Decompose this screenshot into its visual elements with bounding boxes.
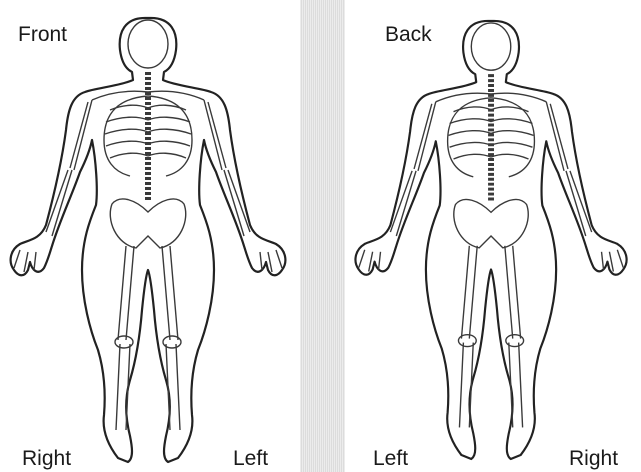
- back-title: Back: [385, 24, 432, 45]
- back-panel: Back Left Right: [345, 0, 641, 472]
- front-title: Front: [18, 24, 67, 45]
- back-side-label-left: Left: [373, 448, 408, 469]
- panel-divider: [300, 0, 345, 472]
- front-side-label-left: Right: [22, 448, 71, 469]
- front-skeleton-figure: [0, 0, 300, 472]
- back-side-label-right: Right: [569, 448, 618, 469]
- front-side-label-right: Left: [233, 448, 268, 469]
- front-panel: Front Right Left: [0, 0, 300, 472]
- back-skeleton-figure: [345, 0, 641, 472]
